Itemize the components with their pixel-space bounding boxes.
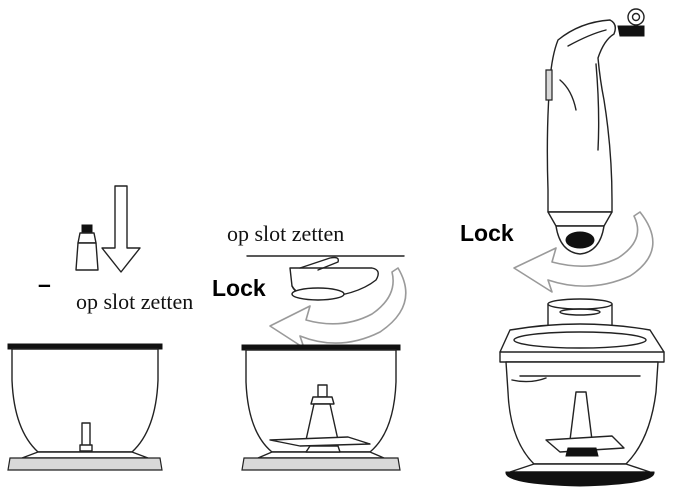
bowl-with-blade (241, 344, 401, 471)
chopper-bowl (499, 298, 665, 487)
panel-lock-lid: op slot zetten Lock op slot zetten (76, 221, 407, 471)
motor-unit (545, 8, 645, 255)
bowl-empty (7, 343, 163, 471)
panel-insert-shaft: – (7, 185, 163, 471)
dash-mark: – (38, 271, 51, 297)
lock-instruction-top: op slot zetten (227, 221, 344, 246)
lock-label-right: Lock (460, 220, 514, 246)
down-arrow-icon (101, 185, 141, 273)
rotate-arrow-icon-right (513, 211, 654, 293)
lid (289, 256, 379, 301)
panel-attach-motor: Lock (460, 8, 665, 487)
lock-label-left: Lock (212, 275, 266, 301)
lock-instruction-left: op slot zetten (76, 289, 193, 314)
blade-shaft-icon (75, 224, 99, 271)
